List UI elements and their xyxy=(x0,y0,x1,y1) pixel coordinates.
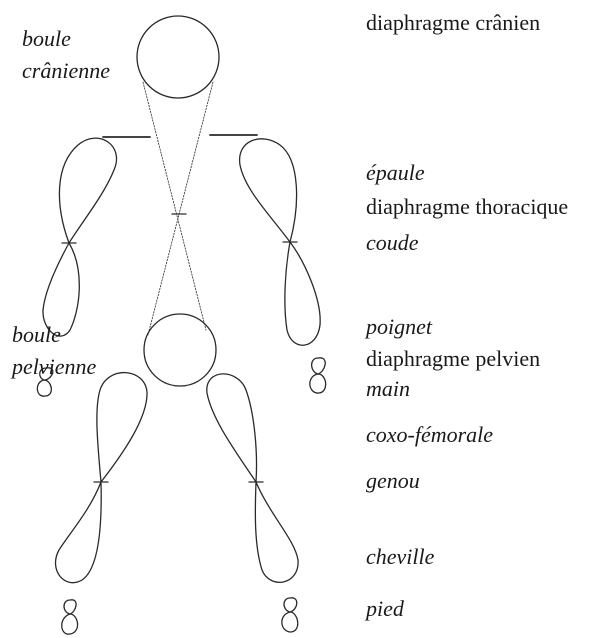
cranial-ball xyxy=(137,16,219,98)
label-diaphragme-thoracique: diaphragme thoracique xyxy=(366,196,568,218)
right-hand xyxy=(310,358,326,393)
right-thigh xyxy=(207,374,257,482)
label-coxo-femorale: coxo-fémorale xyxy=(366,424,493,446)
label-pied: pied xyxy=(366,598,404,620)
left-shin xyxy=(56,482,102,583)
right-foot xyxy=(282,598,298,632)
label-boule-pelvienne-1: boule xyxy=(12,324,61,346)
label-epaule: épaule xyxy=(366,162,425,184)
left-thigh xyxy=(97,373,147,482)
label-boule-cranienne-1: boule xyxy=(22,28,71,50)
label-genou: genou xyxy=(366,470,420,492)
torso-line-right xyxy=(148,82,213,335)
left-foot xyxy=(62,600,78,634)
torso-line-left xyxy=(143,82,206,330)
label-poignet: poignet xyxy=(366,316,432,338)
label-main: main xyxy=(366,378,410,400)
label-boule-cranienne-2: crânienne xyxy=(22,60,110,82)
label-boule-pelvienne-2: pelvienne xyxy=(12,356,96,378)
label-diaphragme-pelvien: diaphragme pelvien xyxy=(366,348,540,370)
label-cheville: cheville xyxy=(366,546,434,568)
left-upper-arm xyxy=(59,138,116,243)
right-shin xyxy=(255,482,298,582)
right-forearm xyxy=(285,242,320,345)
right-upper-arm xyxy=(240,139,297,242)
label-coude: coude xyxy=(366,232,419,254)
pelvic-ball xyxy=(144,314,216,386)
label-diaphragme-cranien: diaphragme crânien xyxy=(366,12,540,34)
